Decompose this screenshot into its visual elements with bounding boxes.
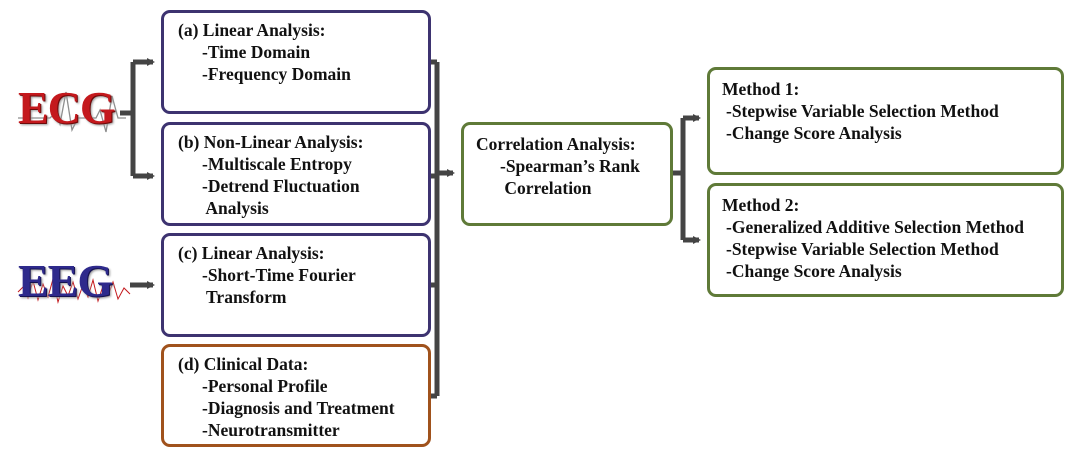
list-item: Analysis: [202, 198, 269, 218]
list-item: -Diagnosis and Treatment: [202, 398, 395, 418]
box-title: Method 1:: [722, 79, 800, 99]
list-item: -Generalized Additive Selection Method: [726, 217, 1024, 237]
box-title: (c) Linear Analysis:: [178, 243, 325, 263]
list-item: -Short-Time Fourier: [202, 265, 356, 285]
eeg-waveform: [17, 278, 131, 304]
list-item: -Neurotransmitter: [202, 420, 340, 440]
list-item: -Stepwise Variable Selection Method: [726, 101, 999, 121]
box-non-linear-analysis: (b) Non-Linear Analysis: -Multiscale Ent…: [161, 122, 431, 226]
list-item: Correlation: [500, 178, 592, 198]
list-item: -Frequency Domain: [202, 64, 351, 84]
list-item: -Change Score Analysis: [726, 261, 902, 281]
list-item: -Time Domain: [202, 42, 311, 62]
box-title: Correlation Analysis:: [476, 134, 636, 154]
list-item: -Multiscale Entropy: [202, 154, 352, 174]
box-linear-analysis-eeg: (c) Linear Analysis: -Short-Time Fourier…: [161, 233, 431, 337]
list-item: -Spearman’s Rank: [500, 156, 640, 176]
box-title: Method 2:: [722, 195, 800, 215]
box-clinical-data: (d) Clinical Data: -Personal Profile -Di…: [161, 344, 431, 447]
ecg-logo: ECG: [18, 82, 116, 133]
box-title: (b) Non-Linear Analysis:: [178, 132, 364, 152]
list-item: -Stepwise Variable Selection Method: [726, 239, 999, 259]
eeg-logo: EEG: [18, 255, 113, 306]
box-linear-analysis-ecg: (a) Linear Analysis: -Time Domain -Frequ…: [161, 10, 431, 114]
list-item: -Change Score Analysis: [726, 123, 902, 143]
ecg-waveform: [18, 91, 126, 133]
list-item: -Personal Profile: [202, 376, 328, 396]
list-item: Transform: [202, 287, 287, 307]
box-title: (a) Linear Analysis:: [178, 20, 326, 40]
list-item: -Detrend Fluctuation: [202, 176, 360, 196]
box-method-2: Method 2: -Generalized Additive Selectio…: [707, 183, 1064, 297]
box-correlation-analysis: Correlation Analysis: -Spearman’s Rank C…: [461, 122, 673, 226]
box-title: (d) Clinical Data:: [178, 354, 309, 374]
box-method-1: Method 1: -Stepwise Variable Selection M…: [707, 67, 1064, 175]
